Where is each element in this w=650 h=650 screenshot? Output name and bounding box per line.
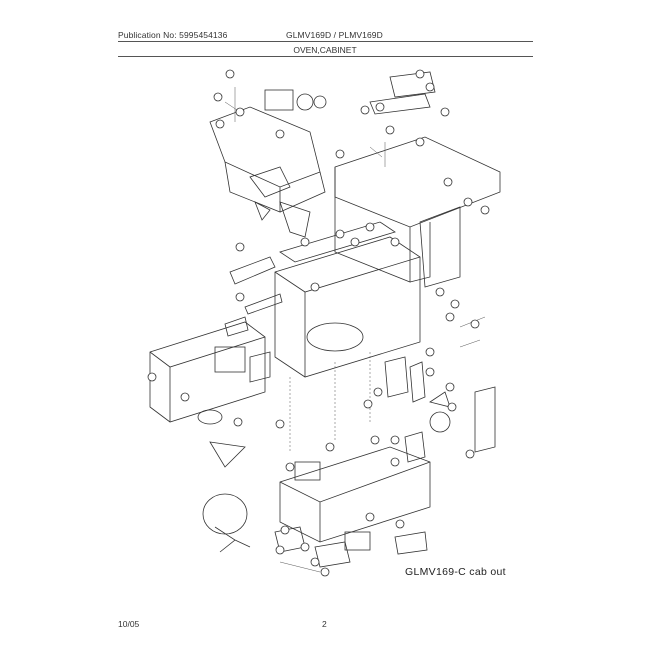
- model-numbers: GLMV169D / PLMV169D: [286, 30, 383, 40]
- latch-bracket-parts: [384, 316, 496, 463]
- diagram-caption: GLMV169-C cab out: [405, 566, 506, 578]
- door-control-panel: [149, 316, 271, 553]
- fan-motor-assembly: [209, 87, 327, 238]
- part-callouts: [147, 69, 490, 577]
- oven-cavity: [229, 221, 421, 452]
- section-rule: [118, 56, 533, 57]
- outer-cabinet: [334, 71, 501, 288]
- page-number: 2: [322, 619, 327, 629]
- publication-number: Publication No: 5995454136: [118, 30, 228, 40]
- base-plate: [274, 446, 431, 573]
- exploded-parts-diagram: [147, 69, 501, 577]
- footer-date: 10/05: [118, 619, 140, 629]
- header-rule: [118, 41, 533, 42]
- section-title: OVEN,CABINET: [293, 45, 357, 55]
